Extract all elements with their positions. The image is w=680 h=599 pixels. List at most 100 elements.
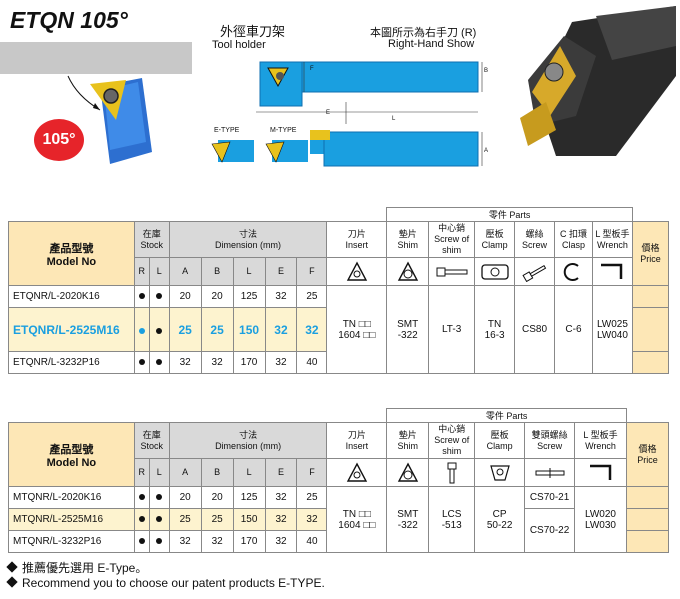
screw-of-shim-icon bbox=[428, 257, 476, 286]
screw-icon bbox=[514, 257, 556, 286]
dim-f: 25 bbox=[296, 486, 328, 509]
dim-label-f: F bbox=[310, 66, 314, 72]
note-en: Recommend you to choose our patent produ… bbox=[6, 576, 325, 590]
stock-l bbox=[148, 508, 170, 531]
dim-e: 32 bbox=[264, 530, 298, 553]
dim-a: 20 bbox=[168, 486, 202, 509]
table-row: ETQNR/L-3232P16 32 32 170 32 40 bbox=[8, 351, 670, 374]
price-cell bbox=[625, 508, 670, 531]
clamp-icon bbox=[474, 257, 516, 286]
dim-l: 150 bbox=[232, 307, 266, 352]
sub-length: L bbox=[232, 257, 266, 286]
double-screw-icon bbox=[524, 458, 576, 487]
stock-r bbox=[133, 508, 150, 531]
dim-a: 25 bbox=[168, 508, 202, 531]
sub-r: R bbox=[133, 257, 150, 286]
price-cell bbox=[631, 351, 670, 374]
note-en-text: Recommend you to choose our patent produ… bbox=[22, 576, 325, 590]
sub-l: L bbox=[148, 257, 170, 286]
dim-f: 32 bbox=[296, 508, 328, 531]
sub-a: A bbox=[168, 458, 202, 487]
dim-l: 170 bbox=[232, 530, 266, 553]
model-cell: ETQNR/L-3232P16 bbox=[8, 351, 135, 374]
dim-a: 32 bbox=[168, 351, 202, 374]
shim-value: SMT-322 bbox=[386, 486, 430, 553]
workpiece-bar bbox=[0, 42, 192, 74]
model-cell: MTQNR/L-2525M16 bbox=[8, 508, 135, 531]
sub-a: A bbox=[168, 257, 202, 286]
dim-b: 25 bbox=[200, 307, 234, 352]
sub-e: E bbox=[264, 458, 298, 487]
dim-b: 25 bbox=[200, 508, 234, 531]
sub-b: B bbox=[200, 257, 234, 286]
stock-l bbox=[148, 351, 170, 374]
clasp-value: C-6 bbox=[554, 285, 593, 374]
type-illustrations bbox=[211, 140, 308, 163]
clasp-icon bbox=[554, 257, 593, 286]
price-cell bbox=[625, 486, 670, 509]
stock-l bbox=[148, 307, 170, 352]
screw-of-shim-icon bbox=[428, 458, 476, 487]
sub-length: L bbox=[232, 458, 266, 487]
insert-value: TN □□1604 □□ bbox=[326, 285, 388, 374]
right-hand-cn: 本圖所示為右手刀 (R) bbox=[370, 27, 477, 39]
dim-e: 32 bbox=[264, 508, 298, 531]
tool-holder-cn: 外徑車刀架 bbox=[220, 24, 286, 39]
shim-value: SMT-322 bbox=[386, 285, 430, 374]
dim-a: 32 bbox=[168, 530, 202, 553]
dim-e: 32 bbox=[264, 307, 298, 352]
table-row: ETQNR/L-2020K16 20 20 125 32 25 TN □□160… bbox=[8, 285, 670, 374]
sub-b: B bbox=[200, 458, 234, 487]
sub-e: E bbox=[264, 257, 298, 286]
parts-header: 零件 Parts bbox=[386, 207, 633, 222]
dim-b: 20 bbox=[200, 285, 234, 308]
sub-l: L bbox=[148, 458, 170, 487]
price-cell bbox=[625, 530, 670, 553]
table-row: MTQNR/L-2020K16 20 20 125 32 25 TN □□160… bbox=[8, 486, 670, 553]
stock-r bbox=[133, 307, 150, 352]
dim-l: 170 bbox=[232, 351, 266, 374]
wrench-icon bbox=[591, 257, 633, 286]
title-box bbox=[4, 6, 140, 42]
model-cell: MTQNR/L-2020K16 bbox=[8, 486, 135, 509]
dim-l: 150 bbox=[232, 508, 266, 531]
clamp-icon bbox=[474, 458, 526, 487]
product-photo bbox=[516, 6, 676, 172]
dim-b: 32 bbox=[200, 351, 234, 374]
stock-l bbox=[148, 530, 170, 553]
model-cell: ETQNR/L-2525M16 bbox=[8, 307, 135, 352]
technical-drawing bbox=[256, 61, 483, 167]
diamond-bullet-icon bbox=[6, 576, 18, 588]
etype-label: E-TYPE bbox=[214, 127, 240, 134]
insert-icon bbox=[326, 458, 388, 487]
dim-l: 125 bbox=[232, 285, 266, 308]
dim-b: 20 bbox=[200, 486, 234, 509]
dim-e: 32 bbox=[264, 351, 298, 374]
insert-value: TN □□1604 □□ bbox=[326, 486, 388, 553]
right-hand-en: Right-Hand Show bbox=[388, 38, 475, 50]
screw-value: CS80 bbox=[514, 285, 556, 374]
tool-holder-en: Tool holder bbox=[212, 39, 266, 51]
dim-e: 32 bbox=[264, 486, 298, 509]
mtype-label: M-TYPE bbox=[270, 127, 297, 134]
model-cell: MTQNR/L-3232P16 bbox=[8, 530, 135, 553]
dim-label-l: L bbox=[392, 116, 396, 122]
